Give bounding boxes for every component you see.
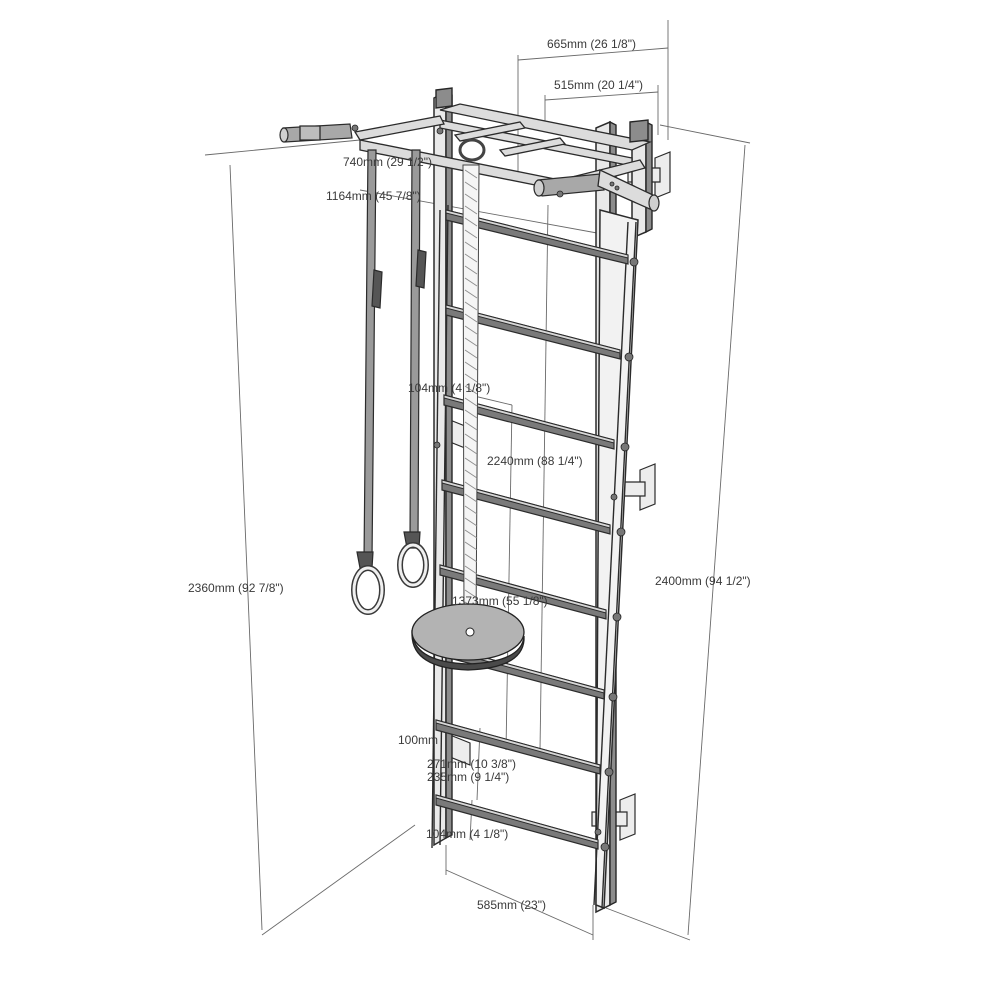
rung-1 (445, 209, 629, 265)
dimension-labels: 665mm (26 1/8") 515mm (20 1/4") 740mm (2… (188, 37, 751, 912)
dim-rung-pitch-b: 235mm (9 1/4") (427, 770, 509, 784)
pull-up-bar (279, 87, 660, 212)
rung-2 (445, 304, 621, 360)
rung-3 (443, 394, 615, 450)
dim-top-inner: 515mm (20 1/4") (554, 78, 643, 92)
dim-rung-pitch-a: 271mm (10 3/8") (427, 757, 516, 771)
rung-4 (441, 479, 611, 535)
dim-top-depth: 665mm (26 1/8") (547, 37, 636, 51)
right-strap (403, 149, 427, 549)
dim-disc-height: 1373mm (55 1/8") (452, 594, 548, 608)
rope-disc-seat (411, 603, 525, 671)
dim-bar-width: 1164mm (45 7/8") (326, 189, 421, 203)
dim-left-height: 2360mm (92 7/8") (188, 581, 284, 595)
dim-bottom-gap: 104mm (4 1/8") (426, 827, 508, 841)
rung-5 (439, 564, 607, 620)
dim-ladder-height: 2240mm (88 1/4") (487, 454, 583, 468)
ladder-rungs (435, 209, 629, 850)
rung-8 (435, 794, 599, 850)
left-strap (356, 149, 383, 569)
dim-right-height: 2400mm (94 1/2") (655, 574, 751, 588)
rail-bolts (433, 257, 639, 852)
dim-rung-offset: 100mm (398, 733, 438, 747)
dim-rope-offset: 104mm (4 1/8") (408, 381, 490, 395)
dim-bar-depth: 740mm (29 1/2") (343, 155, 432, 169)
rung-7 (435, 719, 601, 775)
dimension-lines (204, 20, 751, 941)
gymnastic-rings (351, 149, 429, 615)
dim-ladder-width: 585mm (23") (477, 898, 546, 912)
